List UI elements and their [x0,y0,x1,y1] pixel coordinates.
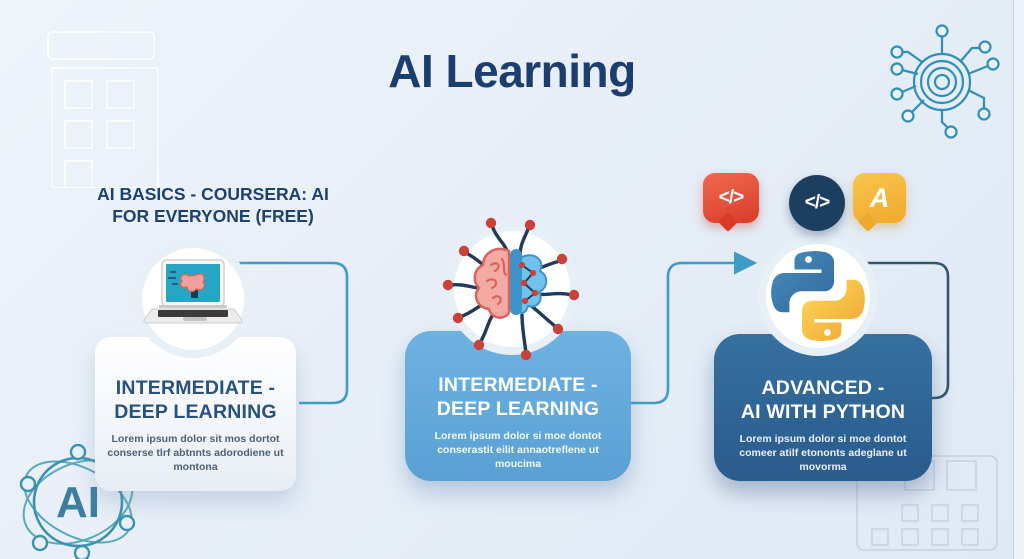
code-bubble-red-icon: </> [703,173,759,223]
card-basics-title-line2: DEEP LEARNING [114,400,277,423]
page-title: AI Learning [388,45,636,97]
code-circle-navy-icon: </> [789,175,845,231]
card-basics: INTERMEDIATE - DEEP LEARNING Lorem ipsum… [95,337,296,491]
card-basics-body: Lorem ipsum dolor sit mos dortot consers… [107,432,284,473]
card-advanced-title: ADVANCED - AI WITH PYTHON [741,377,905,425]
card-advanced-title-line2: AI WITH PYTHON [740,400,906,423]
code-glyph: </> [804,192,831,213]
card-intermediate-body: Lorem ipsum dolor si moe dontot conseras… [434,429,602,470]
letter-glyph: A [869,182,890,213]
step-basics-label-line1: AI BASICS - COURSERA: AI [97,184,329,204]
card-intermediate: INTERMEDIATE - DEEP LEARNING Lorem ipsum… [405,331,631,481]
letter-bubble-yellow-icon: A [853,173,906,223]
step-basics-label-line2: FOR EVERYONE (FREE) [112,205,314,226]
card-basics-title-line1: INTERMEDIATE - [115,377,276,399]
card-basics-title: INTERMEDIATE - DEEP LEARNING [114,377,277,425]
card-intermediate-title-line2: DEEP LEARNING [436,397,600,420]
card-advanced-body: Lorem ipsum dolor si moe dontot comeer a… [739,432,907,473]
code-glyph: </> [718,187,745,208]
card-advanced: ADVANCED - AI WITH PYTHON Lorem ipsum do… [714,334,932,481]
card-advanced-title-line1: ADVANCED - [761,377,885,399]
ai-badge-label: AI [56,478,100,527]
card-intermediate-title: INTERMEDIATE - DEEP LEARNING [437,374,600,422]
card-intermediate-title-line1: INTERMEDIATE - [438,374,598,396]
right-edge-line [1013,0,1024,559]
step-basics-label: AI BASICS - COURSERA: AI FOR EVERYONE (F… [80,184,346,228]
